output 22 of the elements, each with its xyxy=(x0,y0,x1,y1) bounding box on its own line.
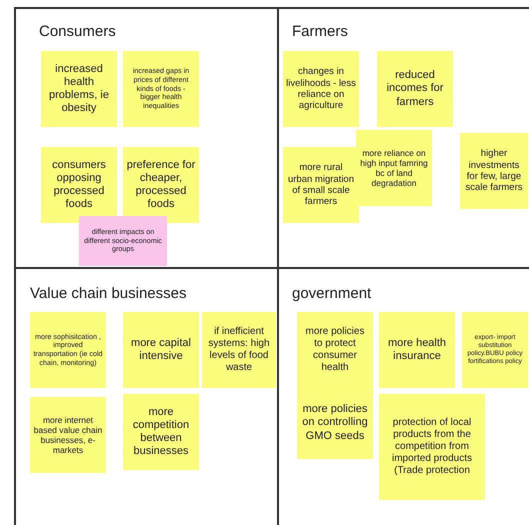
sticky-note: more rural urban migration of small scale farmers xyxy=(283,147,359,223)
sticky-note: more reliance on high input famring bc of land degradation xyxy=(356,130,432,206)
quadrant-title: government xyxy=(292,285,372,302)
quadrant-title: Value chain businesses xyxy=(30,285,186,302)
quadrant-panel xyxy=(14,7,279,269)
quadrant-title: Consumers xyxy=(39,23,116,40)
sticky-note: more policies to protect consumer health xyxy=(297,312,373,388)
quadrant-title: Farmers xyxy=(292,23,348,40)
sticky-note: more competition between businesses xyxy=(123,394,199,470)
sticky-note: more health insurance xyxy=(379,312,455,388)
sticky-note: more internet based value chain businesses, e-markets xyxy=(30,397,106,473)
quadrant-panel xyxy=(14,267,279,525)
sticky-note: if inefficient systems: high levels of food waste xyxy=(202,312,276,388)
sticky-note: protection of local products from the competition from imported products (Trade protection xyxy=(379,394,485,500)
sticky-note: increased health problems, ie obesity xyxy=(41,51,117,127)
sticky-note: higher investments for few, large scale farmers xyxy=(460,133,528,209)
sticky-note: more policies on controlling GMO seeds xyxy=(297,387,373,459)
sticky-note: more capital intensive xyxy=(123,312,199,388)
sticky-note: reduced incomes for farmers xyxy=(377,51,453,127)
sticky-note: consumers opposing processed foods xyxy=(41,147,117,223)
sticky-note: changes in livelihoods - less reliance on agriculture xyxy=(283,51,359,127)
sticky-note: preference for cheaper, processed foods xyxy=(123,147,199,223)
